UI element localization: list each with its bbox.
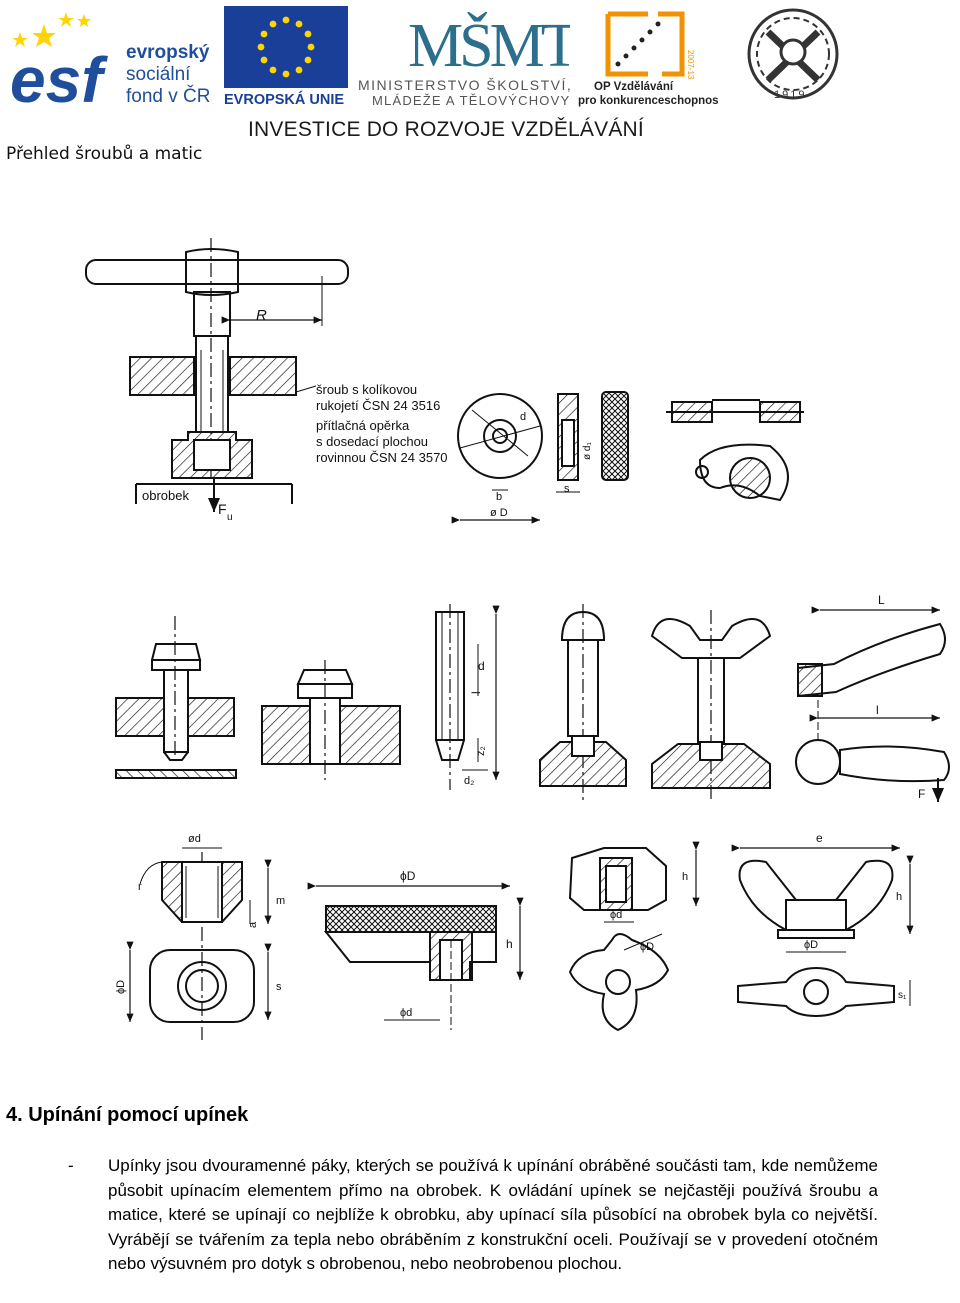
esf-mark: esf bbox=[10, 44, 108, 106]
page-title: Přehled šroubů a matic bbox=[6, 144, 203, 164]
label-L: L bbox=[878, 593, 885, 607]
op-years: 2007-13 bbox=[686, 50, 695, 80]
esf-stars-icon bbox=[12, 12, 91, 47]
technical-drawing: R obrobek F u šroub s kolíkovou rukojetí… bbox=[85, 238, 950, 1040]
annot-line-4: s dosedací plochou bbox=[316, 434, 428, 449]
label-phid-knob: ϕd bbox=[400, 1007, 412, 1019]
label-h-wing: h bbox=[896, 891, 902, 903]
label-phiD-bushing: ϕD bbox=[115, 980, 127, 994]
label-l-lever: l bbox=[876, 703, 879, 717]
hex-screw-plate bbox=[115, 616, 401, 780]
op-line-2: pro konkurenceschopnost bbox=[578, 95, 718, 107]
label-d-washer: d bbox=[520, 411, 526, 423]
label-h-star: h bbox=[682, 871, 688, 883]
annot-line-5: rovinnou ČSN 24 3570 bbox=[316, 450, 448, 465]
msmt-mark: MŠMT bbox=[408, 12, 570, 80]
label-z2: z₂ bbox=[475, 746, 487, 756]
wing-nut-screw bbox=[650, 610, 772, 800]
label-d2: d₂ bbox=[464, 775, 474, 787]
op-line-1: OP Vzdělávání bbox=[594, 81, 674, 93]
esf-line-3: fond v ČR bbox=[126, 85, 210, 106]
set-screw bbox=[435, 604, 500, 790]
label-phid-top: ød bbox=[188, 833, 201, 845]
esf-line-2: sociální bbox=[126, 64, 191, 85]
clamp-washer-views bbox=[451, 391, 804, 524]
label-F: F bbox=[918, 787, 925, 801]
label-b: b bbox=[496, 491, 502, 503]
label-phid-star: ϕd bbox=[610, 909, 622, 921]
label-s1: s₁ bbox=[898, 990, 907, 1001]
label-R: R bbox=[256, 307, 267, 324]
esf-logo: esf evropský sociální fond v ČR bbox=[6, 6, 210, 106]
bullet-paragraph: Upínky jsou dvouramenné páky, kterých se… bbox=[108, 1156, 878, 1274]
label-l-setscrew: l bbox=[469, 691, 483, 694]
label-phiD-wing: ϕD bbox=[804, 939, 818, 951]
t-handle-screw bbox=[85, 238, 349, 512]
screw-t-foot bbox=[539, 604, 627, 800]
section-heading: 4. Upínání pomocí upínek bbox=[6, 1104, 249, 1126]
msmt-line-2: MLÁDEŽE A TĚLOVÝCHOVY bbox=[372, 93, 570, 108]
label-d-setscrew: d bbox=[478, 659, 485, 673]
eu-stars-icon bbox=[257, 16, 315, 78]
esf-line-1: evropský bbox=[126, 42, 210, 63]
school-emblem: 1919 bbox=[747, 8, 839, 101]
threaded-bushing bbox=[126, 847, 272, 1040]
label-h-knob: h bbox=[506, 937, 513, 951]
lever-handle bbox=[795, 606, 950, 802]
label-phiD-star: ϕD bbox=[640, 941, 654, 953]
star-knob bbox=[568, 841, 700, 1032]
label-phiD-knob: ϕD bbox=[400, 869, 416, 883]
label-s: s bbox=[564, 483, 570, 495]
bullet-marker: - bbox=[68, 1156, 74, 1175]
label-r: r bbox=[138, 881, 142, 893]
label-Fu-sub: u bbox=[227, 512, 233, 523]
label-phiD-washer: ø D bbox=[490, 507, 508, 519]
label-Fu: F bbox=[218, 501, 227, 517]
label-m: m bbox=[276, 895, 285, 907]
label-s-bushing: s bbox=[276, 981, 282, 993]
msmt-line-1: MINISTERSTVO ŠKOLSTVÍ, bbox=[358, 77, 570, 93]
label-obrobek: obrobek bbox=[142, 488, 189, 503]
investice-banner: INVESTICE DO ROZVOJE VZDĚLÁVÁNÍ bbox=[248, 118, 644, 141]
label-e: e bbox=[816, 831, 823, 845]
school-year: 1919 bbox=[774, 89, 806, 101]
label-a: a bbox=[247, 921, 259, 928]
eu-logo: EVROPSKÁ UNIE bbox=[224, 6, 348, 106]
wing-nut-dims bbox=[731, 844, 914, 1018]
annot-line-1: šroub s kolíkovou bbox=[316, 382, 417, 397]
annot-line-2: rukojetí ČSN 24 3516 bbox=[316, 398, 440, 413]
op-dots-icon bbox=[615, 21, 661, 67]
eu-label: EVROPSKÁ UNIE bbox=[224, 91, 344, 106]
knurled-knob bbox=[307, 882, 524, 1030]
op-logo: 2007-13 OP Vzdělávání pro konkurencescho… bbox=[578, 11, 718, 107]
msmt-logo: MŠMT MINISTERSTVO ŠKOLSTVÍ, MLÁDEŽE A TĚ… bbox=[358, 12, 570, 108]
label-phid1: ø d₁ bbox=[582, 442, 593, 460]
annot-line-3: přítlačná opěrka bbox=[316, 418, 410, 433]
